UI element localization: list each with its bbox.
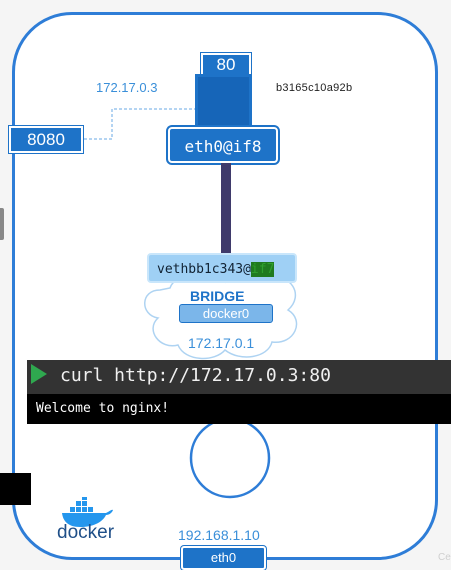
veth-interface: vethbb1c343@if7 <box>147 253 297 283</box>
container-interface: eth0@if8 <box>168 127 278 163</box>
terminal-output-bar <box>27 394 451 424</box>
terminal-command: curl http://172.17.0.3:80 <box>60 365 331 386</box>
terminal-output: Welcome to nginx! <box>36 401 170 416</box>
black-block <box>0 473 31 505</box>
docker-whale-icon <box>62 497 113 527</box>
bridge-label: BRIDGE <box>190 288 245 304</box>
veth-suffix: if7 <box>250 262 275 277</box>
side-tab <box>0 208 4 240</box>
container-ip: 172.17.0.3 <box>96 80 158 95</box>
bridge-ip: 172.17.0.1 <box>188 335 255 351</box>
bridge-name: docker0 <box>179 304 273 323</box>
circle-icon <box>189 417 271 499</box>
veth-name: vethbb1c343@ <box>157 262 251 277</box>
prompt-triangle-icon <box>31 364 47 384</box>
terminal-command-bar <box>27 360 451 394</box>
container-id: b3165c10a92b <box>276 82 353 94</box>
container-box <box>195 74 252 128</box>
host-ip: 192.168.1.10 <box>178 527 260 543</box>
docker-logo-text: docker <box>57 522 115 543</box>
host-interface: eth0 <box>181 546 266 570</box>
veth-cable <box>221 163 231 255</box>
host-port: 8080 <box>9 126 83 153</box>
watermark: Ce <box>438 552 451 563</box>
